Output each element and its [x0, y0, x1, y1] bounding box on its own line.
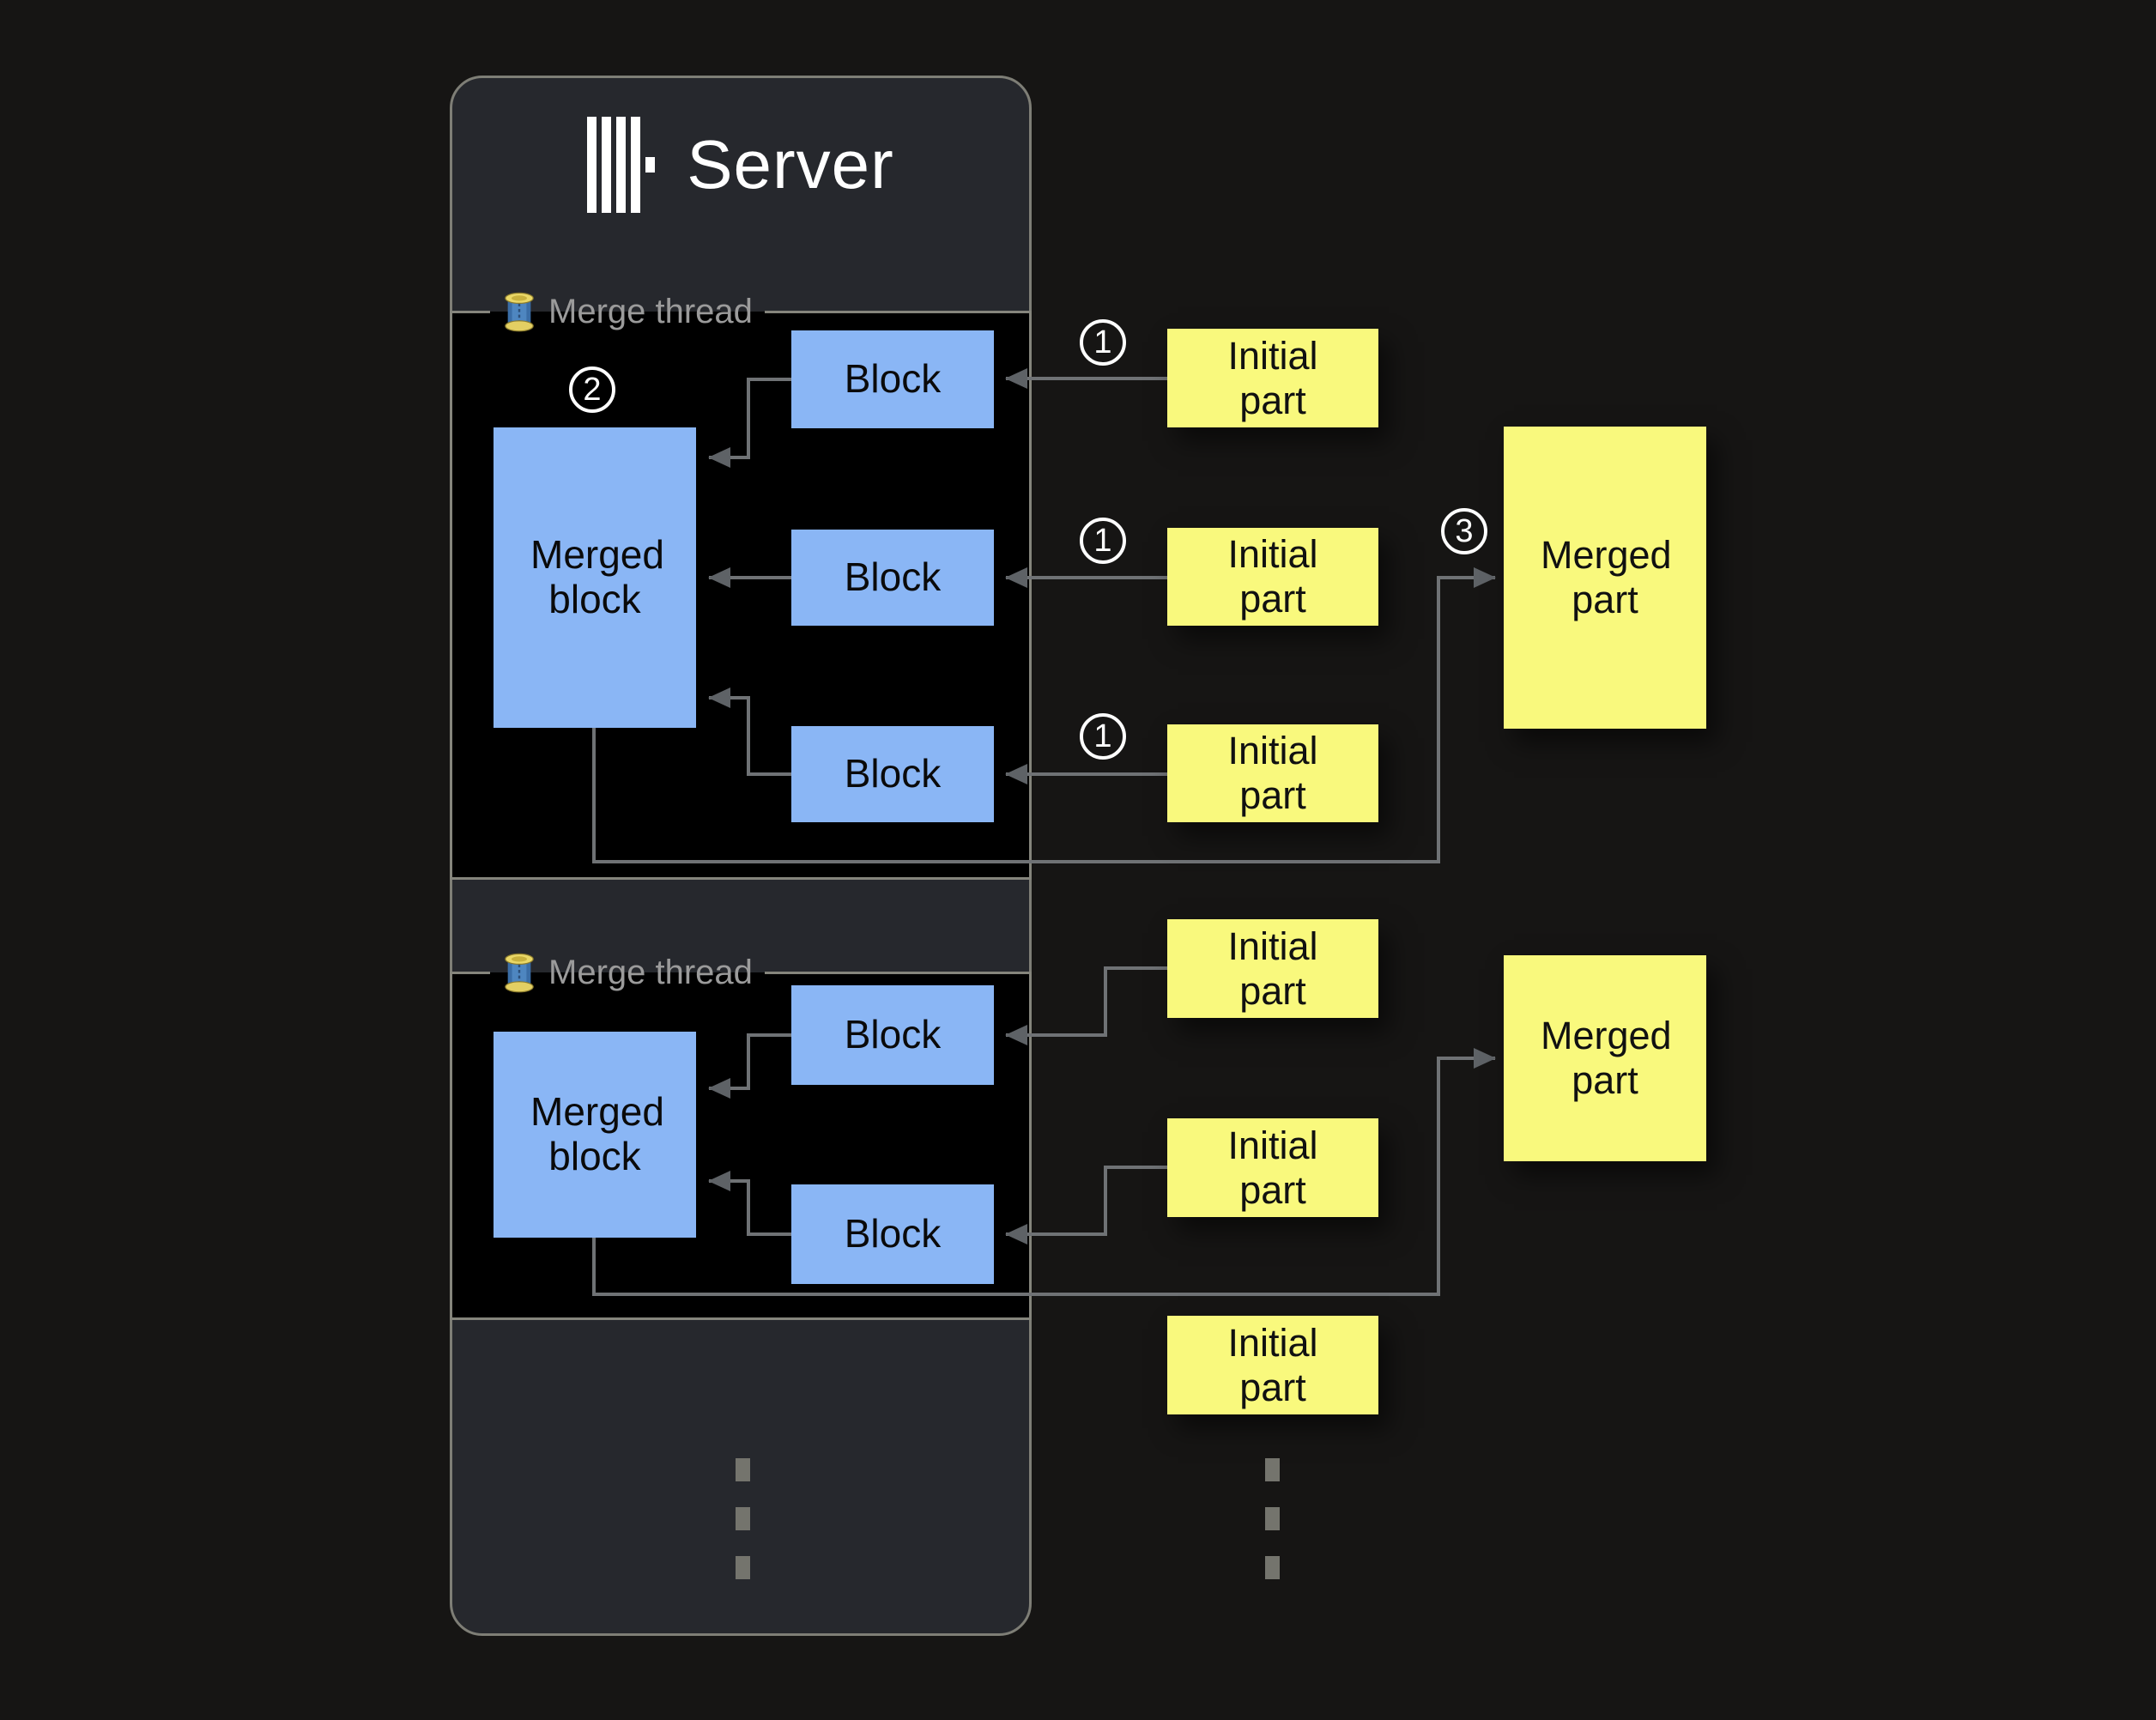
merge-thread-1-legend: Merge thread [490, 287, 765, 336]
merged-block-1: Merged block [494, 427, 696, 728]
merged-block-2: Merged block [494, 1032, 696, 1238]
step1-badge-1-number: 1 [1093, 324, 1112, 360]
merged-block-2-label: Merged block [530, 1089, 664, 1178]
ellipsis-dot [1265, 1458, 1280, 1481]
block-4: Block [791, 985, 994, 1085]
step2-badge: 2 [569, 366, 615, 413]
block-5-label: Block [844, 1211, 942, 1257]
merge-thread-2-label: Merge thread [548, 953, 753, 991]
ellipsis-dot [736, 1556, 750, 1579]
block-3: Block [791, 726, 994, 822]
initial-part-6-label: Initial part [1227, 1320, 1318, 1409]
server-title: Server [687, 126, 894, 203]
initial-part-2-label: Initial part [1227, 532, 1318, 621]
block-1-label: Block [844, 356, 942, 402]
step3-badge: 3 [1441, 508, 1487, 554]
step1-badge-2-number: 1 [1093, 522, 1112, 559]
initial-part-5-label: Initial part [1227, 1123, 1318, 1212]
initial-part-4-label: Initial part [1227, 924, 1318, 1013]
ellipsis-dot [1265, 1507, 1280, 1530]
step2-badge-number: 2 [583, 371, 602, 408]
block-2-label: Block [844, 554, 942, 600]
step1-badge-3-number: 1 [1093, 718, 1112, 754]
ellipsis-dot [736, 1507, 750, 1530]
thread-spool-icon [505, 292, 534, 332]
initial-part-5: Initial part [1167, 1118, 1378, 1217]
step3-badge-number: 3 [1455, 512, 1474, 549]
ellipsis-dot [1265, 1556, 1280, 1579]
step1-badge-1: 1 [1080, 319, 1126, 366]
merged-part-2: Merged part [1504, 955, 1706, 1161]
block-3-label: Block [844, 751, 942, 796]
ellipsis-dot [736, 1458, 750, 1481]
merged-part-2-label: Merged part [1541, 1014, 1672, 1102]
step1-badge-2: 1 [1080, 518, 1126, 564]
initial-part-6: Initial part [1167, 1316, 1378, 1414]
merge-thread-1-label: Merge thread [548, 292, 753, 330]
initial-part-3-label: Initial part [1227, 729, 1318, 817]
merged-part-1-label: Merged part [1541, 533, 1672, 621]
initial-part-4: Initial part [1167, 919, 1378, 1018]
merged-block-1-label: Merged block [530, 532, 664, 621]
initial-part-1: Initial part [1167, 329, 1378, 427]
initial-part-1-label: Initial part [1227, 333, 1318, 422]
initial-part-3: Initial part [1167, 724, 1378, 822]
block-2: Block [791, 530, 994, 626]
clickhouse-bars-logo-icon [587, 117, 656, 213]
merged-part-1: Merged part [1504, 427, 1706, 729]
block-4-label: Block [844, 1012, 942, 1057]
initial-part-2: Initial part [1167, 528, 1378, 626]
block-5: Block [791, 1184, 994, 1284]
merge-thread-2-legend: Merge thread [490, 948, 765, 997]
step1-badge-3: 1 [1080, 713, 1126, 760]
server-header: Server [450, 113, 1032, 216]
block-1: Block [791, 330, 994, 428]
thread-spool-icon [505, 953, 534, 993]
